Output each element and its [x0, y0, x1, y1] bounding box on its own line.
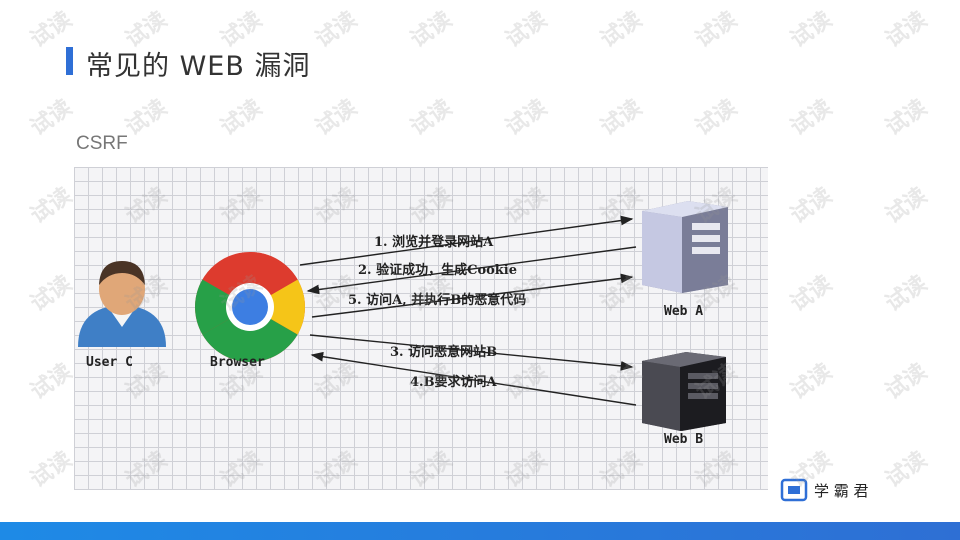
watermark-text: 试读	[691, 95, 742, 141]
step-4-label: 4.B要求访问A	[410, 375, 497, 390]
web-b-label: Web B	[664, 432, 704, 447]
arrow-step-4	[310, 351, 637, 406]
web-a-label: Web A	[664, 304, 704, 319]
brand: 学 霸 君	[780, 478, 869, 502]
watermark-text: 试读	[26, 359, 77, 405]
watermark-text: 试读	[26, 183, 77, 229]
watermark-text: 试读	[786, 271, 837, 317]
csrf-diagram: 1. 浏览并登录网站A 2. 验证成功，生成Cookie 5. 访问A, 并执行…	[74, 167, 768, 490]
browser-label: Browser	[210, 355, 265, 370]
watermark-text: 试读	[501, 95, 552, 141]
arrow-step-5	[311, 273, 634, 318]
title-accent-bar	[66, 47, 73, 75]
bottom-accent-bar	[0, 522, 960, 540]
watermark-text: 试读	[216, 95, 267, 141]
diagram-drawing	[78, 201, 728, 431]
watermark-text: 试读	[691, 7, 742, 53]
watermark-text: 试读	[26, 7, 77, 53]
watermark-text: 试读	[881, 447, 932, 493]
user-label: User C	[86, 355, 133, 370]
watermark-text: 试读	[881, 7, 932, 53]
watermark-text: 试读	[786, 359, 837, 405]
watermark-text: 试读	[881, 183, 932, 229]
server-b-icon	[642, 352, 726, 431]
watermark-text: 试读	[406, 7, 457, 53]
watermark-text: 试读	[786, 95, 837, 141]
watermark-text: 试读	[406, 95, 457, 141]
step-2-label: 2. 验证成功，生成Cookie	[358, 263, 518, 278]
watermark-text: 试读	[501, 7, 552, 53]
browser-icon	[195, 252, 305, 362]
slide-title: 常见的 WEB 漏洞	[86, 51, 311, 82]
watermark-text: 试读	[26, 95, 77, 141]
watermark-text: 试读	[26, 271, 77, 317]
user-icon	[78, 261, 166, 347]
watermark-text: 试读	[311, 95, 362, 141]
watermark-text: 试读	[26, 447, 77, 493]
watermark-text: 试读	[596, 7, 647, 53]
step-5-label: 5. 访问A, 并执行B的恶意代码	[348, 293, 527, 308]
watermark-text: 试读	[311, 7, 362, 53]
watermark-text: 试读	[596, 95, 647, 141]
slide-subtitle: CSRF	[76, 133, 128, 154]
step-1-label: 1. 浏览并登录网站A	[374, 235, 494, 250]
brand-name: 学 霸 君	[814, 481, 869, 500]
step-3-label: 3. 访问恶意网站B	[390, 345, 498, 360]
watermark-text: 试读	[881, 359, 932, 405]
arrow-step-2	[306, 246, 637, 295]
watermark-text: 试读	[881, 271, 932, 317]
brand-logo-icon	[780, 478, 808, 502]
watermark-text: 试读	[786, 7, 837, 53]
watermark-text: 试读	[881, 95, 932, 141]
server-a-icon	[642, 201, 728, 293]
arrow-step-1	[299, 215, 634, 266]
arrow-step-3	[309, 334, 634, 371]
watermark-text: 试读	[786, 183, 837, 229]
